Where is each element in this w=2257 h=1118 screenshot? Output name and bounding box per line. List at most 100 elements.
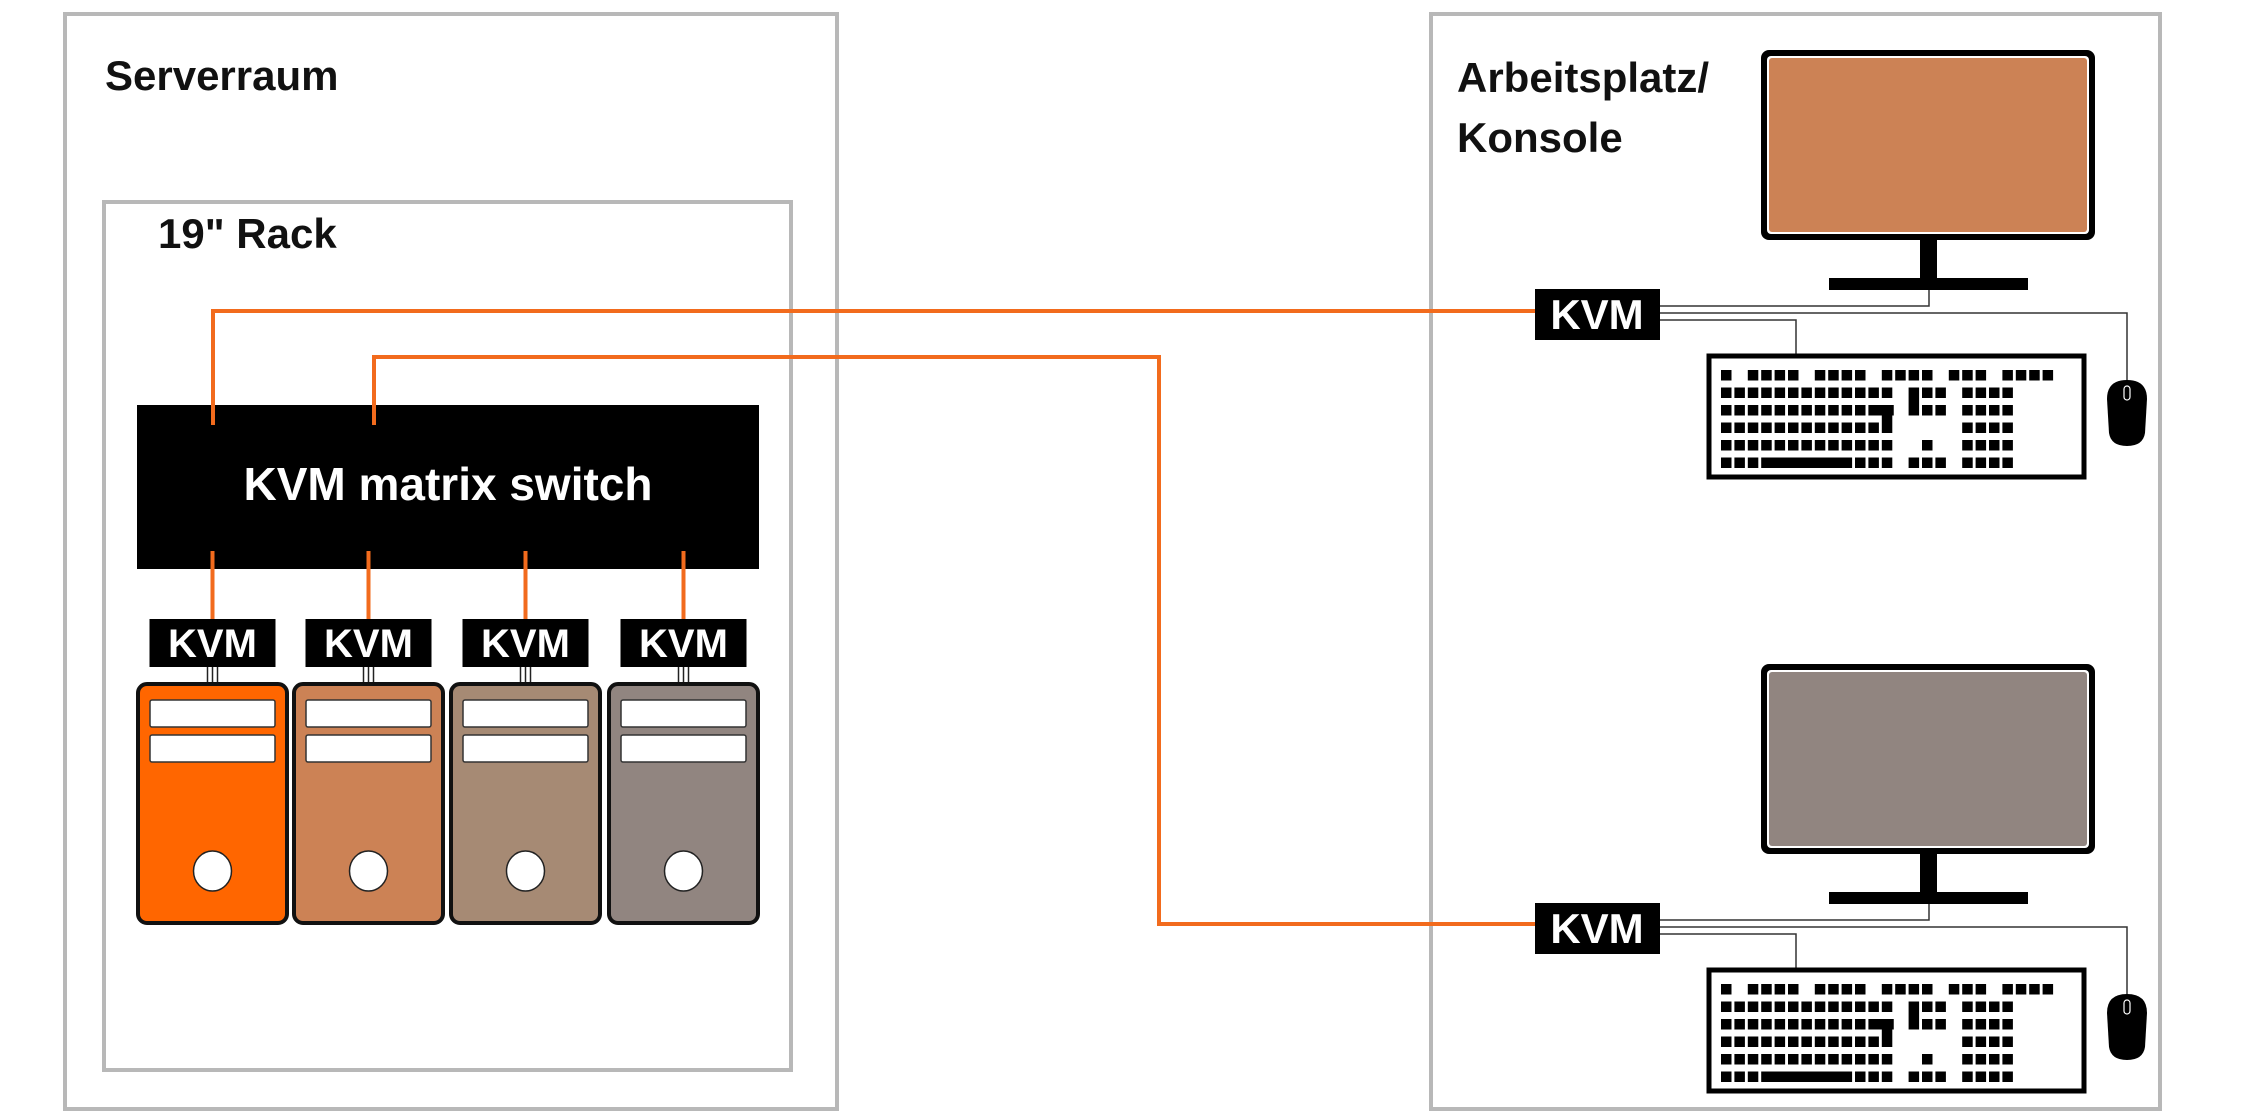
keyboard-key (1721, 370, 1732, 381)
keyboard-key (1788, 370, 1799, 381)
keyboard-key (1788, 1036, 1799, 1047)
keyboard-key (2002, 1036, 2013, 1047)
keyboard-key (1922, 1071, 1933, 1082)
drive-bay-2 (305, 734, 432, 763)
keyboard-key (1801, 440, 1812, 451)
keyboard-key (1975, 1019, 1987, 1030)
keyboard-key (2042, 984, 2054, 995)
keyboard-key (1975, 984, 1987, 995)
keyboard-key (1801, 387, 1812, 398)
keyboard-key (1975, 422, 1987, 433)
keyboard-key (1721, 1019, 1732, 1030)
keyboard-key (1721, 1054, 1732, 1065)
keyboard-key (1828, 984, 1839, 995)
kvm-adapter (462, 619, 589, 667)
keyboard-key (1922, 1019, 1933, 1030)
keyboard-key (1814, 422, 1826, 433)
keyboard-key (1962, 1036, 1973, 1047)
keyboard-key (1761, 422, 1772, 433)
keyboard-key (1868, 1001, 1879, 1012)
keyboard-key (1774, 422, 1786, 433)
monitor-stand-neck (1920, 240, 1937, 278)
keyboard-key (1841, 405, 1853, 416)
keyboard-key (1975, 440, 1987, 451)
keyboard-key (1841, 370, 1853, 381)
mouse-wheel (2123, 999, 2131, 1015)
keyboard-key (1841, 440, 1853, 451)
keyboard-key (2002, 984, 2013, 995)
mouse-cable (1660, 312, 2128, 382)
keyboard-key (1989, 422, 2000, 433)
mouse-body (2107, 994, 2147, 1060)
keyboard-key (1989, 1054, 2000, 1065)
keyboard-key (1975, 387, 1987, 398)
keyboard-key (1774, 1054, 1786, 1065)
keyboard-key (1721, 1071, 1732, 1082)
mouse-cable (1660, 926, 2128, 996)
keyboard-key (1721, 387, 1732, 398)
keyboard-key (1828, 1054, 1839, 1065)
keyboard-key (2002, 422, 2013, 433)
keyboard-key (1788, 984, 1799, 995)
keyboard-key (1975, 1036, 1987, 1047)
keyboard-key (1721, 405, 1732, 416)
keyboard-key (1747, 387, 1759, 398)
keyboard-key (1962, 1054, 1973, 1065)
keyboard-key (1734, 1071, 1745, 1082)
keyboard-key-enter (1875, 405, 1894, 416)
keyboard-key (1895, 370, 1906, 381)
keyboard-key (1855, 1019, 1866, 1030)
keyboard-key (1948, 984, 1960, 995)
keyboard-icon (1706, 353, 2087, 480)
kvm-adapter-label: KVM (639, 622, 728, 666)
kvm-adapter (305, 619, 432, 667)
monitor-cable (1660, 290, 1930, 307)
keyboard-key (1721, 1001, 1732, 1012)
keyboard-key (1721, 422, 1732, 433)
keyboard-key (1962, 387, 1973, 398)
kvm-matrix-switch-label: KVM matrix switch (244, 458, 653, 510)
kvm-console-adapter (1535, 903, 1660, 954)
keyboard-key (1922, 984, 1933, 995)
keyboard-key (1881, 457, 1893, 468)
keyboard-key (1975, 370, 1987, 381)
keyboard-key (1855, 1001, 1866, 1012)
keyboard-key (1881, 984, 1893, 995)
keyboard-key (1868, 1019, 1879, 1030)
mouse-body (2107, 380, 2147, 446)
keyboard-key (1721, 984, 1732, 995)
keyboard-key (1761, 984, 1772, 995)
keyboard-key (1747, 370, 1759, 381)
drive-bay-2 (149, 734, 276, 763)
keyboard-key (1828, 1001, 1839, 1012)
kvm-adapter-label: KVM (481, 622, 570, 666)
keyboard-key (1962, 422, 1973, 433)
monitor-screen (1769, 58, 2087, 232)
keyboard-key (1828, 422, 1839, 433)
keyboard-key (1721, 457, 1732, 468)
keyboard-key (1828, 405, 1839, 416)
keyboard-key (1828, 370, 1839, 381)
keyboard-key (2002, 1054, 2013, 1065)
keyboard-key (1721, 440, 1732, 451)
keyboard-key (1734, 405, 1745, 416)
keyboard-key (1855, 1036, 1866, 1047)
serverraum-frame (63, 12, 839, 1111)
server-3: KVM (449, 551, 602, 925)
keyboard-key (1935, 457, 1946, 468)
keyboard-key (2002, 1001, 2013, 1012)
keyboard-key (2002, 405, 2013, 416)
keyboard-key (1788, 1054, 1799, 1065)
keyboard-key (1841, 1036, 1853, 1047)
monitor-stand-base (1829, 278, 2028, 290)
keyboard-key (1935, 1019, 1946, 1030)
mouse-icon (2107, 994, 2147, 1060)
keyboard-key (1895, 984, 1906, 995)
keyboard-key (1761, 457, 1853, 468)
keyboard-key (1908, 984, 1920, 995)
keyboard-key (1975, 1001, 1987, 1012)
keyboard-key (2042, 370, 2054, 381)
keyboard-key (1989, 440, 2000, 451)
